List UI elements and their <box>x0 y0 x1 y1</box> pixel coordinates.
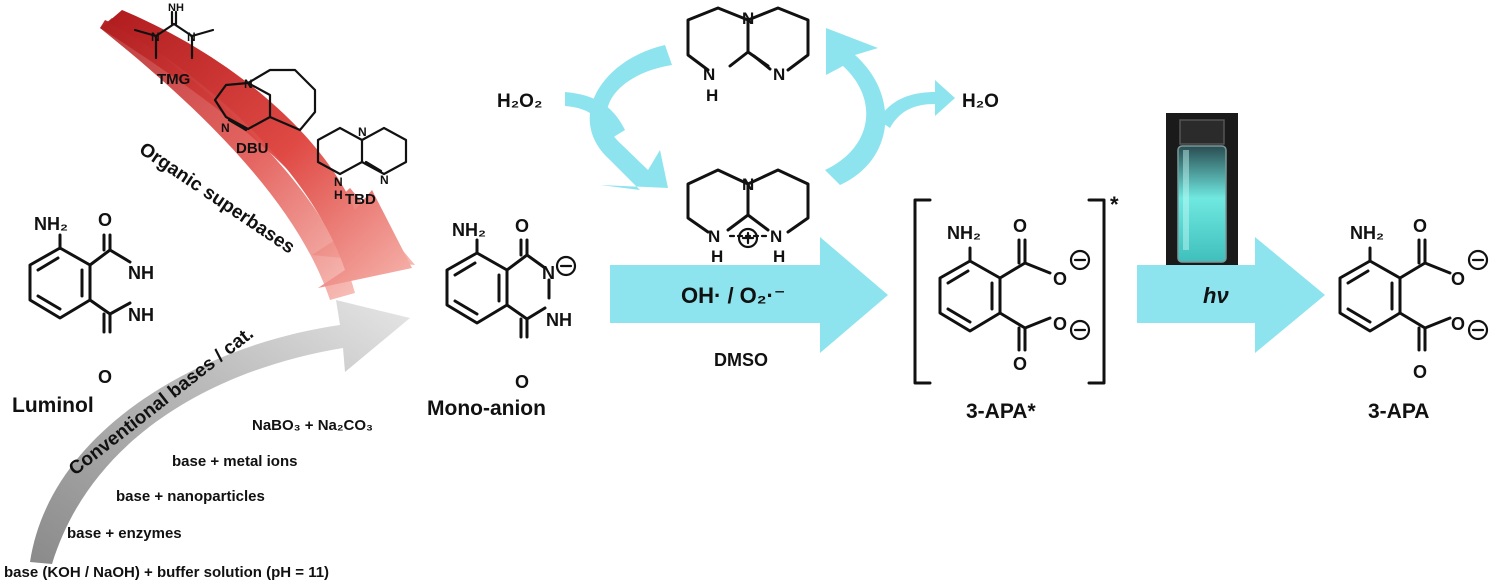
luminol-label: Luminol <box>12 394 94 417</box>
apa-excited-structure <box>938 238 1091 352</box>
h2o-label: H₂O <box>962 91 999 112</box>
tbd-label: TBD <box>345 191 376 208</box>
tmg-n1: N <box>151 30 160 44</box>
h2o2-branch-arrow <box>565 92 625 138</box>
h2o2-label: H₂O₂ <box>497 91 542 112</box>
dbu-label: DBU <box>236 140 269 157</box>
bracket-left <box>913 198 932 385</box>
tbd-n3: N <box>380 173 389 187</box>
apa-excited-o2: O <box>1053 269 1067 289</box>
monoanion-n: N <box>542 263 555 283</box>
luminol-o1: O <box>98 210 112 230</box>
monoanion-label: Mono-anion <box>427 397 546 420</box>
monoanion-nh: NH <box>546 310 572 330</box>
conventional-base-arrow <box>30 300 410 564</box>
condition-item: base + enzymes <box>67 525 182 542</box>
tbd-n1: N <box>358 125 367 139</box>
apa-excited-o4: O <box>1013 354 1027 374</box>
luminol-nh2b: NH <box>128 305 154 325</box>
oxidant-label: OH· / O₂·⁻ <box>681 283 786 308</box>
monoanion-nh2: NH₂ <box>452 220 486 240</box>
condition-item: base + nanoparticles <box>116 488 265 505</box>
apa-nh2: NH₂ <box>1350 223 1384 243</box>
organic-superbases-label: Organic superbases <box>135 139 298 259</box>
tbdh-n1: N <box>742 175 754 194</box>
excited-star: * <box>1110 192 1119 217</box>
luminol-nh2: NH₂ <box>34 214 68 234</box>
tbdh-n3: N <box>770 227 782 246</box>
tbd-top-n1: N <box>742 9 754 28</box>
tbd-top-n3: N <box>773 65 785 84</box>
product-label: 3-APA <box>1368 400 1429 423</box>
tbdh-structure: N N H N H <box>686 168 810 266</box>
tbdh-h1: H <box>711 247 723 266</box>
tbd-structure: N N H N <box>316 125 408 202</box>
organic-superbase-arrow <box>100 10 415 300</box>
apa-excited-nh2: NH₂ <box>947 223 981 243</box>
monoanion-o2: O <box>515 372 529 392</box>
luminol-structure <box>28 233 132 334</box>
monoanion-structure <box>445 238 577 339</box>
condition-item: base (KOH / NaOH) + buffer solution (pH … <box>4 564 329 581</box>
bracket-right <box>1087 198 1106 385</box>
dbu-n1: N <box>244 77 253 91</box>
cycle-right-arrow <box>825 28 886 185</box>
apa-o2: O <box>1451 269 1465 289</box>
cycle-left-arrow <box>589 45 672 190</box>
excited-label: 3-APA* <box>966 400 1036 423</box>
apa-structure <box>1338 238 1489 352</box>
apa-o3: O <box>1451 314 1465 334</box>
apa-o1: O <box>1413 216 1427 236</box>
tbd-n2: N <box>334 175 343 189</box>
emission-label: hν <box>1203 283 1229 308</box>
tbdh-n2: N <box>708 227 720 246</box>
tbd-h: H <box>334 188 343 202</box>
tmg-label: TMG <box>157 71 190 88</box>
oxidation-arrow <box>610 237 888 353</box>
tbd-top-h: H <box>706 86 718 105</box>
condition-item: NaBO₃ + Na₂CO₃ <box>252 417 373 434</box>
dbu-structure: N N <box>213 68 317 135</box>
tmg-n2: N <box>187 30 196 44</box>
luminol-nh1: NH <box>128 263 154 283</box>
condition-item: base + metal ions <box>172 453 297 470</box>
tbd-neutral-structure: N N H N <box>686 6 810 105</box>
apa-excited-o1: O <box>1013 216 1027 236</box>
apa-excited-o3: O <box>1053 314 1067 334</box>
apa-o4: O <box>1413 362 1427 382</box>
luminol-o2: O <box>98 367 112 387</box>
h2o-branch-arrow <box>878 80 955 128</box>
emission-arrow <box>1137 237 1325 353</box>
solvent-label: DMSO <box>714 350 768 370</box>
tmg-nh: NH <box>168 2 184 14</box>
conventional-conditions: NaBO₃ + Na₂CO₃ base + metal ions base + … <box>4 417 373 581</box>
dbu-n2: N <box>221 121 230 135</box>
tmg-structure: NH N N <box>133 2 215 60</box>
tbd-top-n2: N <box>703 65 715 84</box>
monoanion-o1: O <box>515 216 529 236</box>
glowing-vial-image <box>1166 113 1238 270</box>
tbdh-h2: H <box>773 247 785 266</box>
